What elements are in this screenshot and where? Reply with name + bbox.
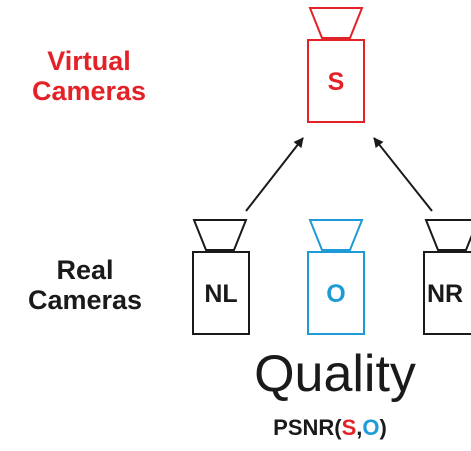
right-camera-lens bbox=[424, 219, 471, 251]
real-camera-o: O bbox=[307, 219, 365, 335]
psnr-metric: PSNR(S,O) bbox=[230, 417, 430, 439]
original-camera-lens bbox=[308, 219, 364, 251]
quality-title: Quality bbox=[254, 345, 416, 403]
virtual-camera-body bbox=[307, 39, 365, 123]
metric-prefix: PSNR( bbox=[273, 415, 342, 440]
virtual-camera-letter: S bbox=[328, 68, 345, 96]
real-cameras-text: Real Cameras bbox=[27, 255, 143, 316]
arrow-right-to-virtual bbox=[373, 137, 433, 212]
virtual-cameras-label: Virtual Cameras bbox=[14, 46, 164, 106]
virtual-camera-s: S bbox=[307, 7, 365, 123]
metric-suffix: ) bbox=[379, 415, 387, 440]
real-camera-nr: NR bbox=[423, 219, 471, 335]
real-cameras-label: Real Cameras bbox=[20, 255, 150, 315]
metric-arg-s: S bbox=[341, 415, 357, 440]
real-camera-nl: NL bbox=[192, 219, 250, 335]
original-camera-body bbox=[307, 251, 365, 335]
right-camera-body bbox=[423, 251, 471, 335]
left-camera-body bbox=[192, 251, 250, 335]
right-camera-letter: NR bbox=[427, 280, 463, 308]
virtual-camera-lens bbox=[308, 7, 364, 39]
left-camera-letter: NL bbox=[204, 280, 237, 308]
arrow-left-to-virtual bbox=[245, 137, 304, 212]
left-camera-lens bbox=[192, 219, 248, 251]
virtual-cameras-text: Virtual Cameras bbox=[31, 46, 147, 107]
metric-arg-o: O bbox=[362, 415, 380, 440]
original-camera-letter: O bbox=[326, 280, 345, 308]
metric-separator: , bbox=[356, 415, 363, 440]
